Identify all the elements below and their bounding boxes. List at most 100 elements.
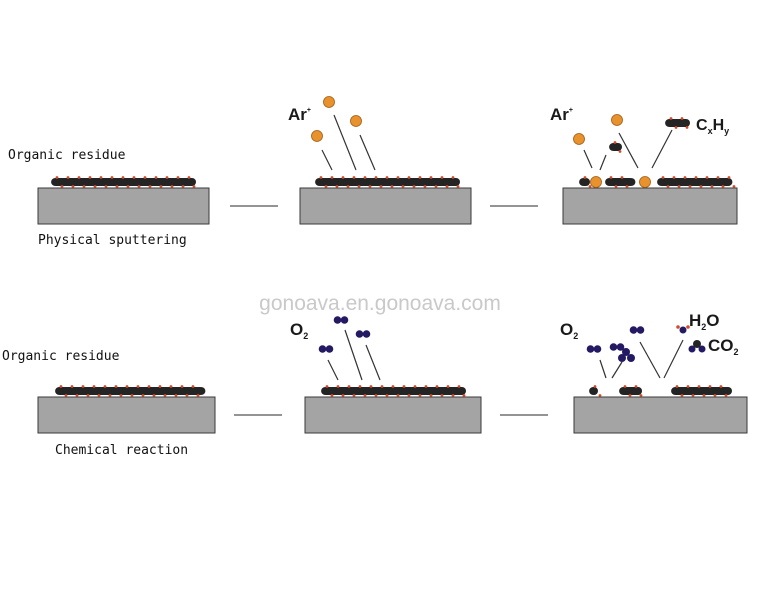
- red-dot: [159, 185, 163, 188]
- red-dot: [639, 394, 643, 397]
- red-dot: [396, 394, 400, 397]
- residue-particle: [375, 178, 383, 186]
- residue-particle: [412, 178, 421, 186]
- residue-particle: [435, 178, 443, 186]
- co2-label: CO2: [708, 336, 739, 357]
- residue-particle: [351, 387, 359, 395]
- chemical-reaction-label: Chemical reaction: [55, 443, 188, 458]
- red-dot: [71, 185, 75, 188]
- red-dot: [158, 385, 162, 388]
- residue-particle: [708, 387, 717, 395]
- red-dot: [412, 185, 416, 188]
- residue-particle: [160, 387, 168, 395]
- red-dot: [70, 385, 74, 388]
- red-dot: [335, 185, 339, 188]
- red-dot: [721, 185, 725, 188]
- residue-particle: [345, 178, 353, 186]
- residue-particle: [627, 178, 636, 186]
- residue-particle: [702, 178, 710, 186]
- residue-particle: [450, 178, 458, 186]
- red-dot: [683, 176, 687, 179]
- residue-particle: [81, 178, 89, 186]
- red-dot: [732, 185, 736, 188]
- red-dot: [691, 394, 695, 397]
- red-dot: [418, 394, 422, 397]
- red-dot: [180, 385, 184, 388]
- residue-particle: [367, 178, 376, 186]
- red-dot: [99, 176, 103, 179]
- red-dot: [132, 176, 136, 179]
- residue-particle: [358, 387, 367, 395]
- residue-particle: [442, 178, 451, 186]
- substrate-1: [37, 187, 210, 225]
- red-dot: [324, 185, 328, 188]
- product-trajectory: [663, 339, 684, 379]
- substrate-6: [573, 396, 748, 434]
- red-dot: [598, 394, 602, 397]
- red-dot: [358, 385, 362, 388]
- residue-layer-4: [55, 385, 206, 397]
- ion-trajectory: [599, 154, 607, 171]
- red-dot: [59, 385, 63, 388]
- red-dot: [374, 394, 378, 397]
- residue-particle: [664, 178, 673, 186]
- oxygen-trajectory: [327, 359, 339, 381]
- substrate-2: [299, 187, 472, 225]
- red-dot: [352, 394, 356, 397]
- residue-particle: [693, 387, 702, 395]
- red-dot: [347, 385, 351, 388]
- red-dot: [418, 176, 422, 179]
- residue-fragment: [657, 176, 736, 188]
- red-dot: [674, 126, 678, 129]
- residue-particle: [118, 178, 127, 186]
- red-dot: [708, 385, 712, 388]
- residue-particle: [701, 387, 709, 395]
- red-dot: [330, 394, 334, 397]
- red-dot: [93, 185, 97, 188]
- residue-fragment: [589, 385, 602, 397]
- red-dot: [593, 385, 597, 388]
- oxygen-molecule: [318, 345, 334, 353]
- red-dot: [363, 176, 367, 179]
- residue-particle: [411, 387, 419, 395]
- residue-particle: [403, 387, 412, 395]
- red-dot: [148, 185, 152, 188]
- residue-particle: [92, 387, 101, 395]
- residue-particle: [609, 143, 617, 151]
- oxygen-atom: [629, 326, 638, 334]
- residue-particle: [671, 387, 679, 395]
- hydrogen-atom: [676, 325, 680, 329]
- red-dot: [136, 385, 140, 388]
- red-dot: [141, 394, 145, 397]
- red-dot: [705, 176, 709, 179]
- red-dot: [680, 117, 684, 120]
- red-dot: [669, 117, 673, 120]
- residue-particle: [137, 387, 146, 395]
- oxygen-atom: [688, 345, 696, 353]
- residue-particle: [343, 387, 352, 395]
- residue-particle: [448, 387, 457, 395]
- red-dot: [462, 394, 466, 397]
- red-dot: [440, 176, 444, 179]
- residue-particle: [145, 387, 153, 395]
- residue-particle: [330, 178, 338, 186]
- residue-particle: [322, 178, 331, 186]
- residue-particle: [716, 387, 724, 395]
- carbon-atom: [693, 340, 701, 348]
- residue-particle: [175, 387, 183, 395]
- red-dot: [634, 385, 638, 388]
- red-dot: [710, 185, 714, 188]
- residue-particle: [107, 387, 116, 395]
- residue-particle: [328, 387, 337, 395]
- red-dot: [363, 394, 367, 397]
- residue-particle: [58, 178, 67, 186]
- red-dot: [407, 176, 411, 179]
- red-dot: [614, 185, 618, 188]
- residue-particle: [433, 387, 442, 395]
- oxygen-trajectory: [639, 341, 661, 379]
- red-dot: [181, 185, 185, 188]
- red-dot: [697, 385, 701, 388]
- residue-particle: [680, 119, 688, 127]
- residue-particle: [373, 387, 382, 395]
- residue-particle: [163, 178, 172, 186]
